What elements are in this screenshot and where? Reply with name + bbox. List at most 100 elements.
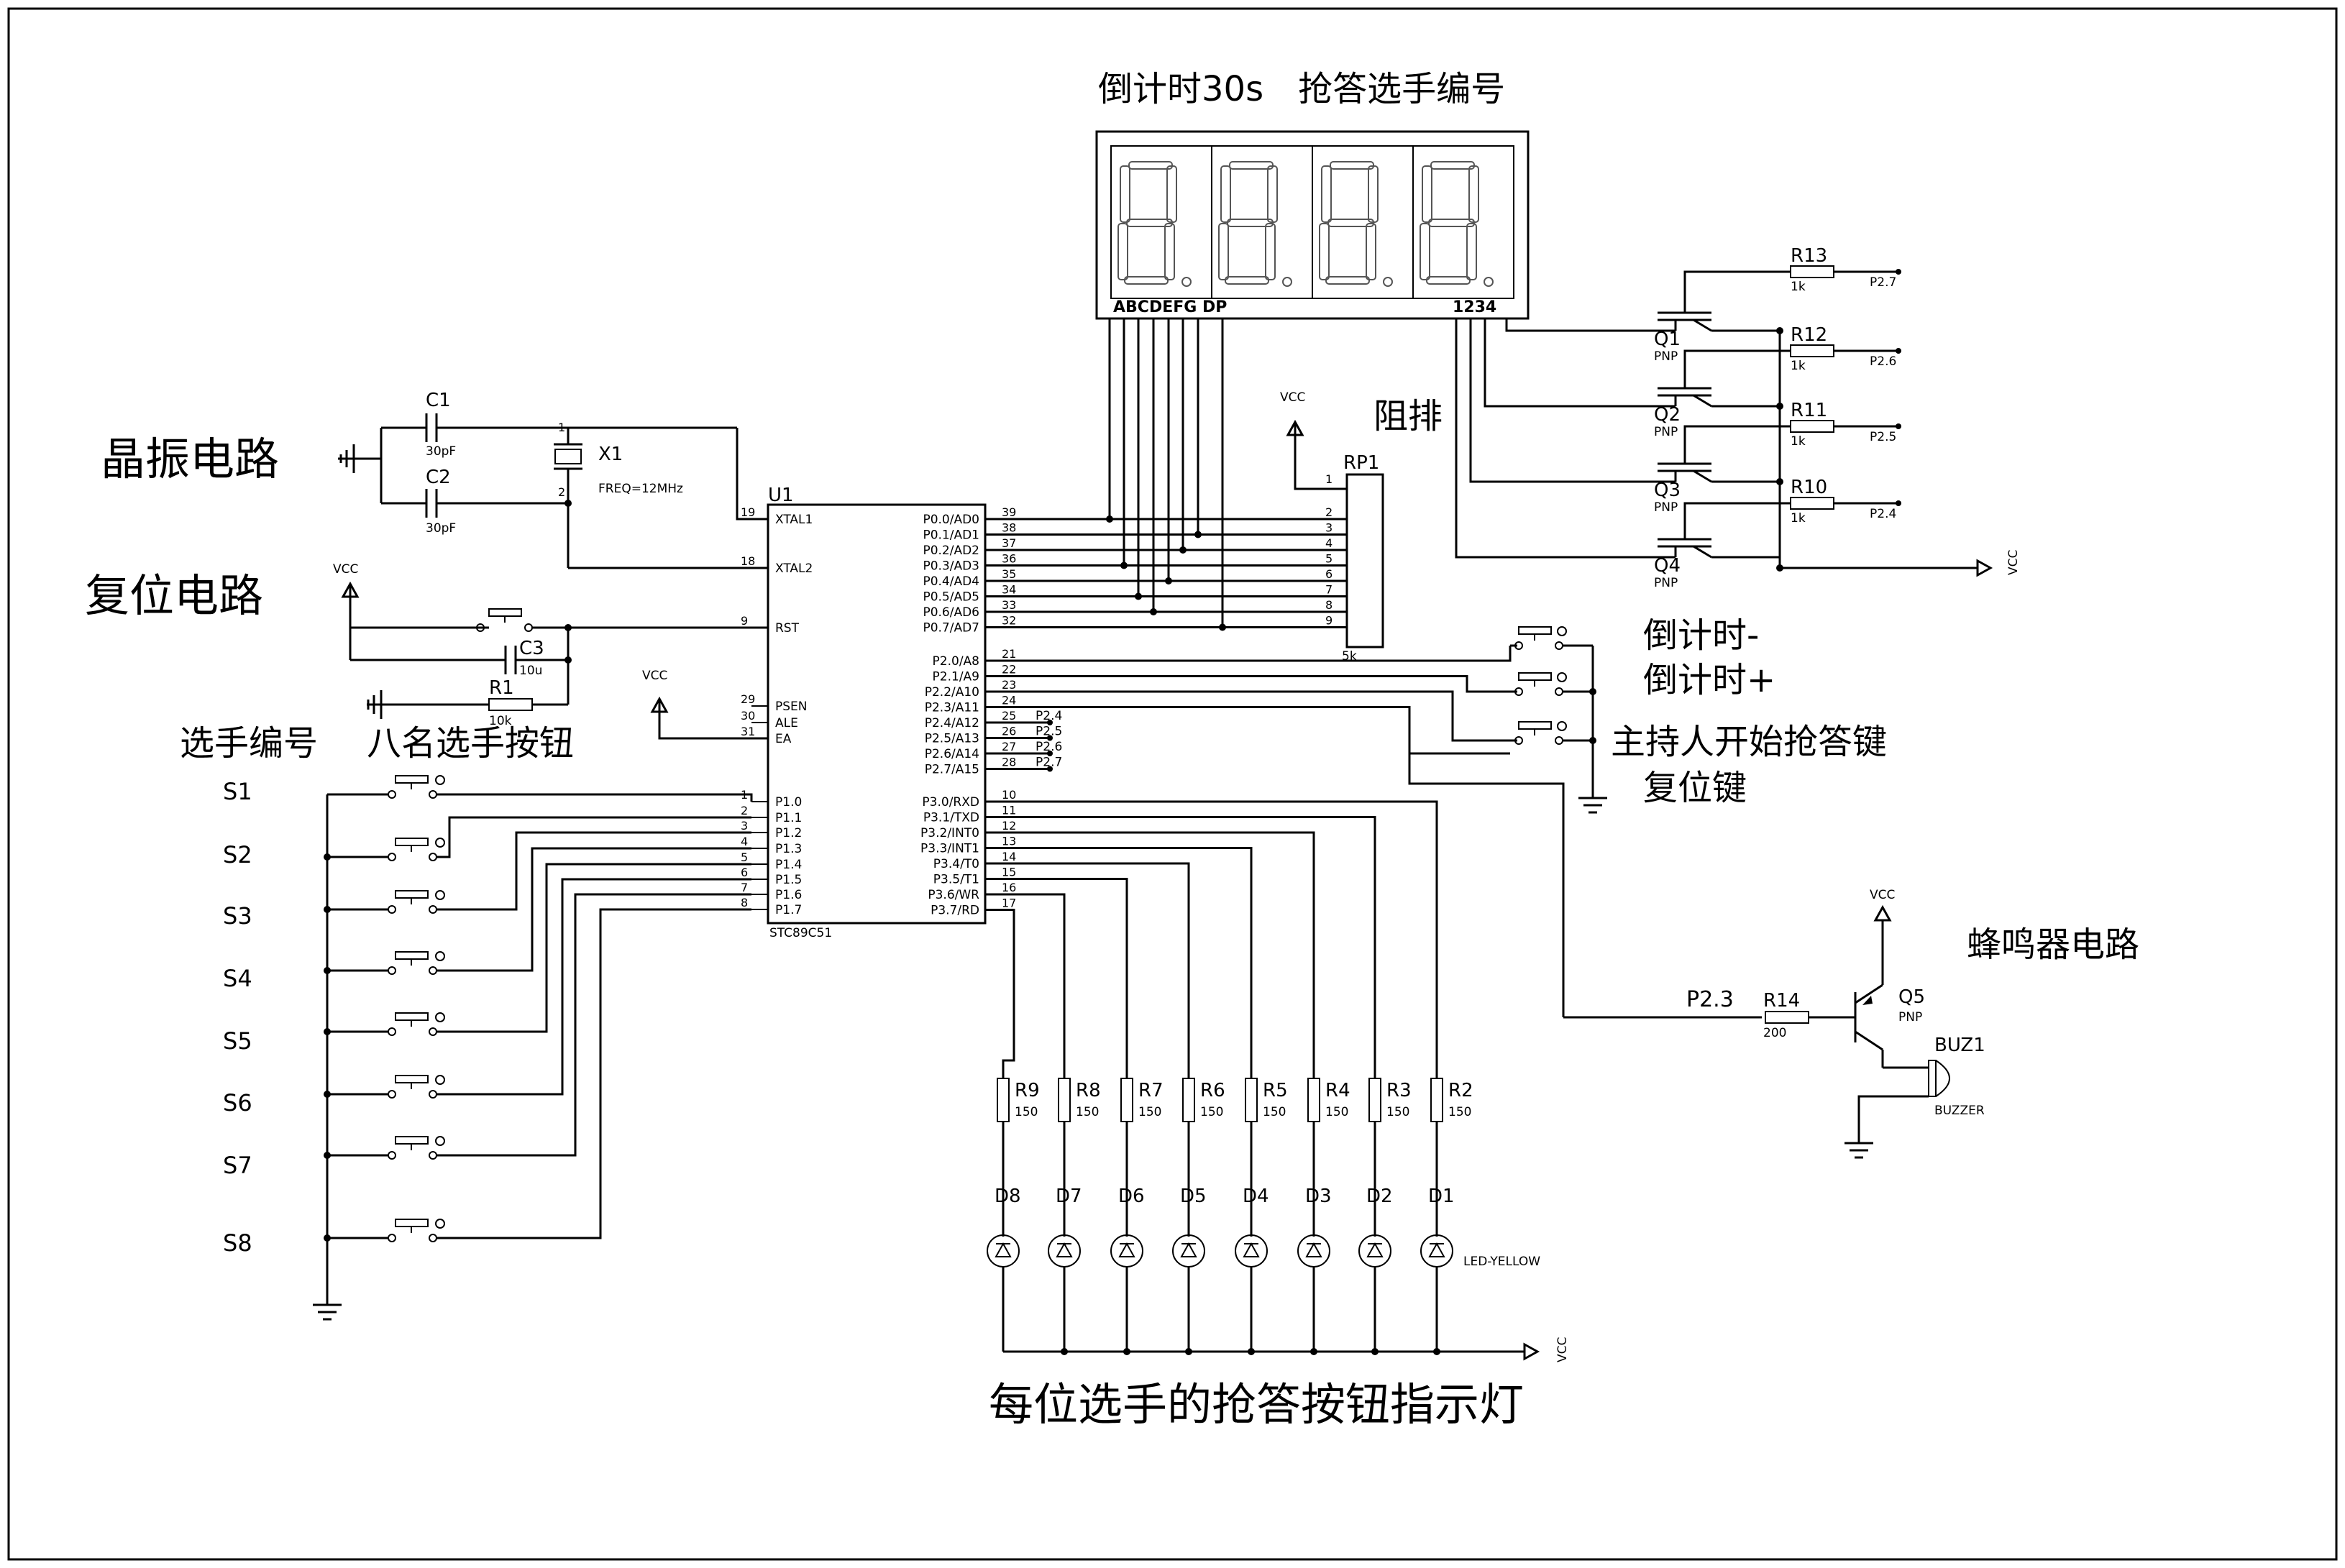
ea-vcc-label: VCC <box>642 669 667 683</box>
mcu-pin-number: 30 <box>741 709 755 723</box>
led-ref: D1 <box>1428 1186 1455 1207</box>
segment-bar <box>1124 276 1169 285</box>
rp1-pin-number: 1 <box>1325 472 1333 486</box>
segment-bar <box>1128 161 1173 170</box>
mcu-pin-number: 22 <box>1002 663 1016 677</box>
crystal-circuit: C1 30pF C2 30pF X1 FREQ=12MHz 1 2 <box>338 390 768 569</box>
mcu-pin-name: P1.2 <box>775 826 802 840</box>
mcu-pin-number: 23 <box>1002 678 1016 692</box>
segment-pin-label: ABCDEFG DP <box>1113 298 1227 316</box>
eight-buttons-heading: 八名选手按钮 <box>367 723 574 764</box>
mcu-pin-name: P3.2/INT0 <box>920 826 979 840</box>
led-resistor-ref: R6 <box>1200 1080 1225 1101</box>
rp1-vcc: VCC <box>1280 390 1305 405</box>
buz-type: BUZZER <box>1934 1104 1985 1118</box>
segment-bar <box>1220 165 1231 223</box>
mcu-pin-name: P2.7/A15 <box>925 763 979 777</box>
mcu-pin-number: 8 <box>741 896 748 909</box>
mcu-pin-number: 33 <box>1002 598 1016 612</box>
r1-value: 10k <box>489 714 512 728</box>
r14-value: 200 <box>1763 1026 1786 1040</box>
mcu-pin-name: P0.4/AD4 <box>923 574 979 589</box>
mcu-pin-number: 9 <box>741 614 748 628</box>
mcu-pin-number: 12 <box>1002 819 1016 833</box>
mcu-pin-number: 7 <box>741 881 748 894</box>
c2-ref: C2 <box>426 467 451 488</box>
mcu-pin-number: 14 <box>1002 850 1016 863</box>
base-resistor-ref: R10 <box>1791 477 1827 498</box>
segment-bar <box>1330 161 1374 170</box>
base-resistor-ref: R11 <box>1791 400 1827 421</box>
ea-vcc: VCC <box>642 669 768 740</box>
mcu-pin-name: ALE <box>775 716 798 730</box>
decimal-point <box>1282 277 1292 287</box>
base-resistor-net: P2.6 <box>1870 354 1896 369</box>
base-resistor-ref: R13 <box>1791 245 1827 267</box>
mcu-pin-name: P0.1/AD1 <box>923 528 979 543</box>
led-resistor-ref: R8 <box>1076 1080 1101 1101</box>
base-resistor-value: 1k <box>1791 511 1806 526</box>
mcu-pin-name: P2.3/A11 <box>925 701 979 715</box>
mcu-pin-name: P0.3/AD3 <box>923 559 979 574</box>
segment-bar <box>1120 165 1130 223</box>
segment-bar <box>1319 223 1330 280</box>
segment-bar <box>1466 223 1477 280</box>
mcu-pin-number: 24 <box>1002 694 1016 707</box>
segment-bar <box>1166 165 1177 223</box>
rp1-pin-number: 8 <box>1325 598 1333 612</box>
mcu-ref: U1 <box>768 485 794 506</box>
led-resistor-value: 150 <box>1325 1105 1348 1119</box>
indicator-heading: 每位选手的抢答按钮指示灯 <box>989 1378 1524 1431</box>
mcu-pin-name: P2.2/A10 <box>925 685 979 700</box>
segment-bar <box>1267 165 1278 223</box>
mcu-pin-number: 15 <box>1002 866 1016 879</box>
mcu-pin-number: 35 <box>1002 567 1016 581</box>
mcu-pin-name: P0.2/AD2 <box>923 544 979 558</box>
mcu-pin-name: P2.5/A13 <box>925 732 979 746</box>
rp1-ref: RP1 <box>1343 452 1379 474</box>
mcu-pin-name: P1.7 <box>775 903 802 917</box>
decimal-point <box>1181 277 1192 287</box>
base-resistor-value: 1k <box>1791 434 1806 449</box>
player-label: S2 <box>223 841 252 868</box>
mcu-pin-name: P1.1 <box>775 811 802 825</box>
led-ref: D7 <box>1056 1186 1082 1207</box>
led-resistor-ref: R4 <box>1325 1080 1350 1101</box>
countdown-minus-heading: 倒计时- <box>1643 615 1759 656</box>
led-resistor-ref: R9 <box>1015 1080 1040 1101</box>
mcu-pin-name: P3.0/RXD <box>922 795 979 810</box>
segment-bar <box>1430 161 1475 170</box>
x1-ref: X1 <box>598 444 623 465</box>
mcu-pin-name: P1.4 <box>775 858 802 872</box>
reset-key-heading: 复位键 <box>1643 768 1747 808</box>
mcu-pin-number: 6 <box>741 866 748 879</box>
led-resistor-ref: R3 <box>1386 1080 1412 1101</box>
led-resistor-value: 150 <box>1448 1105 1471 1119</box>
indicator-leds: R9150D8R8150D7R7150D6R6150D5R5150D4R4150… <box>985 800 1570 1362</box>
mcu-pin-name: P3.6/WR <box>928 888 979 902</box>
player-label: S4 <box>223 965 252 992</box>
segment-bar <box>1225 276 1269 285</box>
led-vcc: VCC <box>1555 1337 1570 1362</box>
mcu-pin-number: 17 <box>1002 897 1016 910</box>
base-resistor-net: P2.5 <box>1870 430 1896 444</box>
mcu-pin-number: 29 <box>741 692 755 706</box>
c3-ref: C3 <box>519 638 544 659</box>
segment-bar <box>1227 219 1274 227</box>
mcu-pin-name: P2.0/A8 <box>933 654 979 669</box>
led-resistor-ref: R2 <box>1448 1080 1473 1101</box>
mcu-pin-name: P3.5/T1 <box>933 873 979 887</box>
mcu-pin-name: P2.4/A12 <box>925 716 979 730</box>
mcu-pin-name: P0.0/AD0 <box>923 513 979 527</box>
segment-bar <box>1117 223 1128 280</box>
led-ref: D3 <box>1305 1186 1332 1207</box>
q5-ref: Q5 <box>1898 986 1925 1008</box>
c3-value: 10u <box>519 664 542 678</box>
player-label: S6 <box>223 1089 252 1117</box>
led-ref: D2 <box>1366 1186 1393 1207</box>
led-resistor-value: 150 <box>1015 1105 1038 1119</box>
player-label: S8 <box>223 1229 252 1257</box>
c1-ref: C1 <box>426 390 451 411</box>
